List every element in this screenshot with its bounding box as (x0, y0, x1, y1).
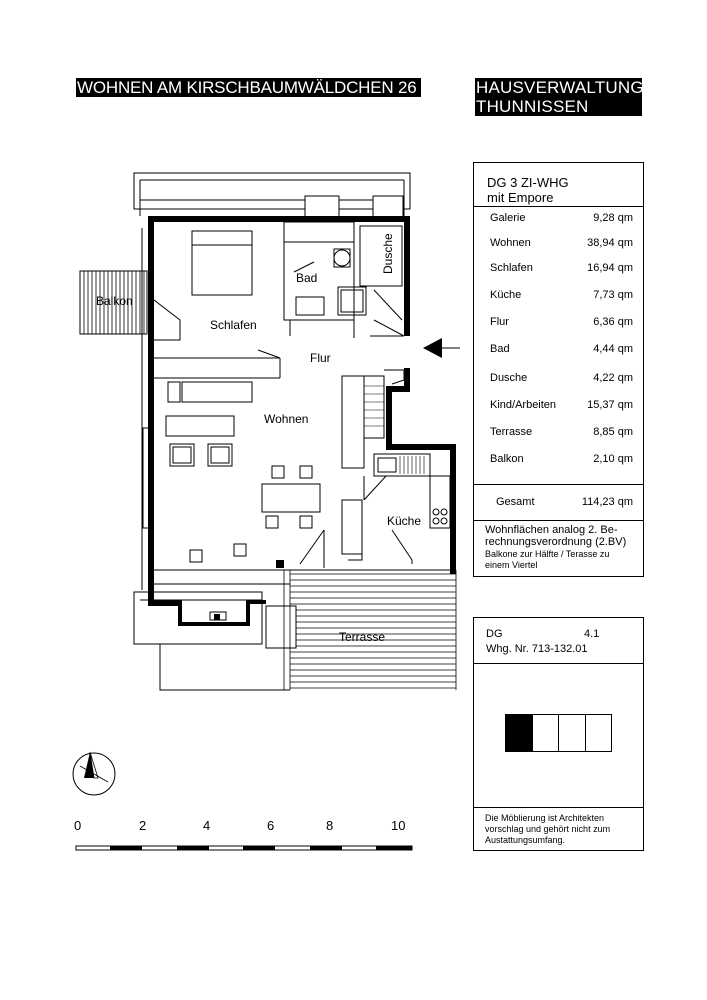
room-label-bad: Bad (296, 271, 318, 285)
flat-number: Whg. Nr. 713-132.01 (486, 643, 588, 655)
area-calculation-note: Wohnflächen analog 2. Be- rechnungsveror… (485, 524, 627, 548)
unit-floor: DG (486, 628, 503, 640)
floor-indicator-cell (584, 714, 612, 752)
room-label-terrasse: Terrasse (339, 630, 386, 644)
room-label-flur: Flur (310, 351, 331, 365)
area-total: Gesamt 114,23 qm (496, 496, 633, 508)
address-header: WOHNEN AM KIRSCHBAUMWÄLDCHEN 26 (76, 78, 421, 97)
company-header: HAUSVERWALTUNG THUNNISSEN (475, 78, 644, 116)
area-calculation-footnote: Balkone zur Hälfte / Terasse zu einem Vi… (485, 549, 610, 570)
roof-eave-top (133, 172, 411, 210)
floor-indicator-cell (505, 714, 533, 752)
scale-bar (75, 845, 413, 851)
balcony-left (79, 270, 148, 335)
room-label-schlafen: Schlafen (210, 318, 257, 332)
unit-number: 4.1 (584, 628, 600, 640)
scale-label: 2 (139, 818, 147, 833)
dining-table (261, 483, 321, 513)
room-label-wohnen: Wohnen (264, 412, 309, 426)
furnishing-note: Die Möblierung ist Architekten vorschlag… (485, 813, 611, 845)
entrance-arrow-icon (423, 338, 442, 358)
room-label-dusche: Dusche (381, 233, 395, 274)
scale-label: 4 (203, 818, 211, 833)
company-name-line1: HAUSVERWALTUNG (476, 78, 644, 97)
north-arrow-icon (72, 751, 116, 796)
room-label-kueche: Küche (387, 514, 422, 528)
company-name-line2: THUNNISSEN (476, 97, 589, 116)
area-table-title: DG 3 ZI-WHG mit Empore (487, 175, 569, 205)
floor-indicator-cell (558, 714, 586, 752)
area-title-line2: mit Empore (487, 190, 554, 205)
floor-indicator (505, 714, 612, 752)
scale-label: 8 (326, 818, 334, 833)
scale-label: 6 (267, 818, 275, 833)
area-total-value: 114,23 qm (581, 496, 633, 508)
scale-label: 0 (74, 818, 82, 833)
area-total-label: Gesamt (496, 496, 535, 508)
area-title-line1: DG 3 ZI-WHG (487, 175, 569, 190)
room-label-balkon: Balkon (96, 294, 133, 308)
unit-info-box: DG 4.1 Whg. Nr. 713-132.01 Die Möblierun… (473, 617, 644, 851)
scale-label: 10 (391, 818, 406, 833)
bed (191, 230, 253, 296)
floor-indicator-cell (531, 714, 559, 752)
terrace-decking (283, 570, 457, 690)
